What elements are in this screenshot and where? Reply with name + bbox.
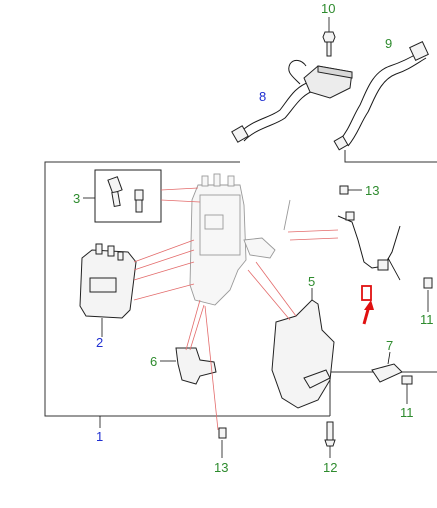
bolt-icon — [423, 277, 433, 312]
bolt-icon — [339, 185, 362, 195]
bracket-icon — [160, 347, 217, 385]
callout-2: 2 — [96, 335, 103, 350]
callout-5: 5 — [308, 274, 315, 289]
reference-leaders — [133, 187, 339, 431]
bolt-icon — [324, 421, 336, 458]
callout-11-right: 11 — [420, 312, 434, 327]
callout-13-top: 13 — [365, 183, 379, 198]
callout-3: 3 — [73, 191, 80, 206]
hose-icon — [333, 41, 429, 151]
reservoir-tank — [79, 243, 137, 337]
bracket-icon — [371, 351, 403, 383]
hose-icon — [231, 59, 353, 143]
callout-7: 7 — [386, 338, 393, 353]
sensor-harness — [337, 211, 401, 301]
callout-12: 12 — [323, 460, 337, 475]
callout-10: 10 — [321, 1, 335, 16]
arrow-icon — [362, 300, 374, 325]
callout-11-lower: 11 — [400, 405, 414, 420]
bolt-icon — [218, 427, 227, 458]
canister-assembly — [189, 173, 291, 306]
callout-labels: 1 2 3 5 6 7 8 9 10 11 11 12 13 13 — [73, 1, 434, 475]
callout-6: 6 — [150, 354, 157, 369]
callout-1: 1 — [96, 429, 103, 444]
highlight-box — [361, 285, 372, 301]
bolt-icon — [322, 17, 336, 57]
callout-9: 9 — [385, 36, 392, 51]
bolt-icon — [401, 375, 413, 404]
clip-icon — [107, 176, 144, 213]
callout-13-bottom: 13 — [214, 460, 228, 475]
clip-kit-box — [94, 169, 162, 223]
bracket-icon — [271, 288, 335, 409]
callout-8: 8 — [259, 89, 266, 104]
